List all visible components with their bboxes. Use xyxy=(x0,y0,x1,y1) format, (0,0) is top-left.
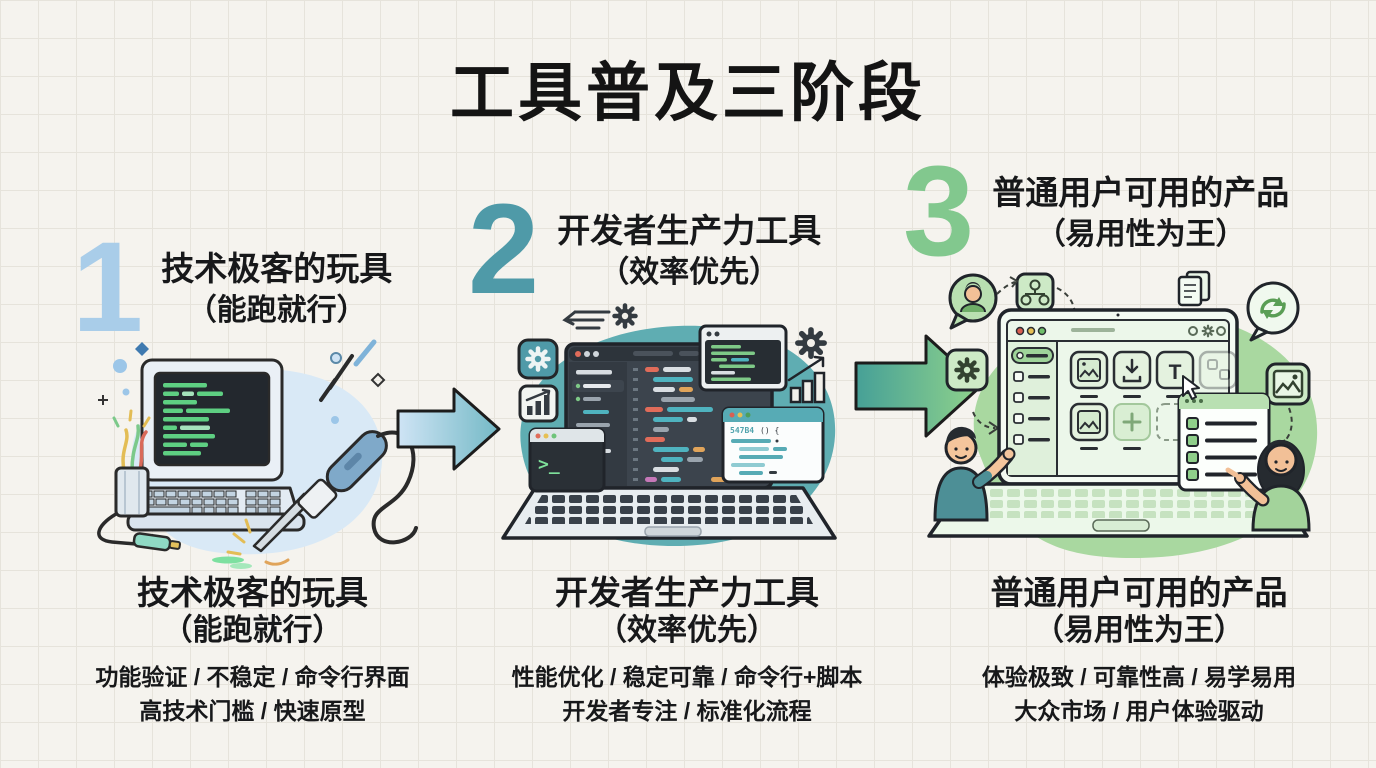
soldering-iron-icon xyxy=(212,430,418,569)
stage3-features-line2: 大众市场 / 用户体验驱动 xyxy=(1014,697,1264,724)
stage1-summary-title: 技术极客的玩具 xyxy=(137,574,368,611)
man-figure xyxy=(933,426,1016,522)
stage2-subheading: （效率优先） xyxy=(599,255,780,289)
app-sidebar xyxy=(1008,342,1057,475)
code-window-icon xyxy=(698,324,788,392)
tool-grid: T xyxy=(1069,350,1238,450)
stage2-heading: 开发者生产力工具 xyxy=(557,212,822,249)
org-chart-icon xyxy=(1015,272,1055,312)
keyboard-keys xyxy=(141,490,281,514)
stage1-summary: 技术极客的玩具 （能跑就行） 功能验证 / 不稳定 / 命令行界面 高技术门槛 … xyxy=(50,574,455,728)
app-sidebar-rows xyxy=(1013,371,1050,445)
stage3-illustration: T xyxy=(927,270,1318,559)
stage2-number: 2 xyxy=(468,178,540,321)
stage3-heading: 普通用户可用的产品 xyxy=(992,174,1290,211)
laptop-keys xyxy=(961,489,1279,518)
sync-bubble-icon xyxy=(1246,281,1300,342)
chat-avatar-icon xyxy=(948,273,998,330)
documents-icon xyxy=(1177,270,1211,307)
gear-icon xyxy=(798,330,824,356)
stage2-features-line1: 性能优化 / 稳定可靠 / 命令行+脚本 xyxy=(511,664,863,691)
gear-tile-icon xyxy=(945,348,989,392)
stage3-header: 3 普通用户可用的产品 （易用性为王） xyxy=(903,140,1289,283)
woman-figure xyxy=(1225,439,1311,532)
stage2-header: 2 开发者生产力工具 （效率优先） xyxy=(468,178,821,321)
snippet-label-text: 547B4 xyxy=(730,426,754,435)
wire-cup-icon xyxy=(112,409,151,518)
image-icon xyxy=(1265,362,1311,406)
stage3-subheading: （易用性为王） xyxy=(1035,217,1246,251)
stage1-number: 1 xyxy=(72,216,144,359)
stage2-summary-title: 开发者生产力工具 xyxy=(555,574,819,611)
stage2-illustration: >_ 547B4 () { xyxy=(501,296,837,547)
placeholder-slot xyxy=(1156,403,1194,441)
stage2-summary-subtitle: （效率优先） xyxy=(597,613,777,647)
bar-chart-icon xyxy=(787,355,826,404)
stage1-illustration xyxy=(97,339,418,569)
terminal-window-icon: >_ xyxy=(528,427,606,493)
laptop-keys xyxy=(525,493,813,524)
cable-connector xyxy=(97,512,182,552)
stage3-summary: 普通用户可用的产品 （易用性为王） 体验极致 / 可靠性高 / 易学易用 大众市… xyxy=(922,574,1356,728)
stage1-features-line1: 功能验证 / 不稳定 / 命令行界面 xyxy=(95,664,410,691)
stage2-heading-group: 开发者生产力工具 （效率优先） xyxy=(557,198,821,292)
page-title: 工具普及三阶段 xyxy=(450,57,926,129)
checklist-window-icon xyxy=(1177,392,1271,492)
text-tool-label: T xyxy=(1169,361,1182,384)
stage2-features-line2: 开发者专注 / 标准化流程 xyxy=(562,697,812,724)
stage1-summary-subtitle: （能跑就行） xyxy=(162,613,343,647)
laptop: T xyxy=(927,308,1309,538)
arrow-right-icon-1 xyxy=(396,387,501,471)
crt-computer-icon xyxy=(126,358,306,532)
stage2-summary: 开发者生产力工具 （效率优先） 性能优化 / 稳定可靠 / 命令行+脚本 开发者… xyxy=(478,574,896,728)
stage3-heading-group: 普通用户可用的产品 （易用性为王） xyxy=(992,160,1289,254)
terminal-prompt-text: >_ xyxy=(538,454,560,475)
stage1-header: 1 技术极客的玩具 （能跑就行） xyxy=(72,216,392,359)
stage1-subheading: （能跑就行） xyxy=(186,293,367,327)
gear-icon xyxy=(615,306,636,327)
ide-code-lines xyxy=(645,367,735,482)
stage3-summary-title: 普通用户可用的产品 xyxy=(990,574,1288,611)
ide-line-numbers xyxy=(633,368,638,481)
sparkle-icon xyxy=(98,339,386,424)
snippet-suffix-text: () { xyxy=(760,426,779,435)
cursor-icon xyxy=(1182,375,1200,400)
script-window-icon: 547B4 () { xyxy=(721,406,825,484)
stage1-features-line2: 高技术门槛 / 快速原型 xyxy=(139,697,366,724)
stage3-summary-subtitle: （易用性为王） xyxy=(1034,613,1244,647)
stage3-number: 3 xyxy=(903,140,975,283)
speed-lines-icon xyxy=(562,310,611,330)
stage1-heading: 技术极客的玩具 xyxy=(161,250,393,287)
stage3-features-line1: 体验极致 / 可靠性高 / 易学易用 xyxy=(981,664,1297,691)
terminal-green-lines xyxy=(163,383,230,456)
gear-tile-icon xyxy=(517,338,559,380)
stage1-heading-group: 技术极客的玩具 （能跑就行） xyxy=(161,236,392,330)
bar-chart-tile-icon xyxy=(518,384,559,423)
